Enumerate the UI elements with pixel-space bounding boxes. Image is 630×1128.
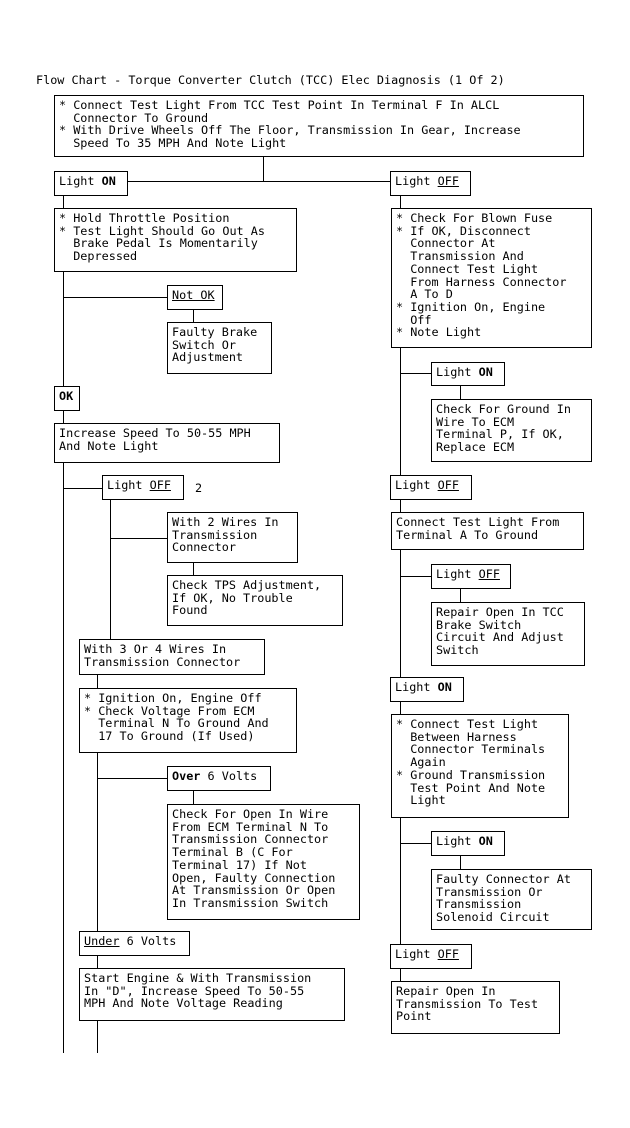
connector-line bbox=[400, 500, 401, 512]
connector-line bbox=[63, 411, 64, 423]
check-open-box: Check For Open In Wire From ECM Terminal… bbox=[167, 804, 360, 920]
start-engine-box: Start Engine & With Transmission In "D",… bbox=[79, 968, 345, 1021]
light-off-label-5: Light OFF bbox=[390, 944, 472, 969]
connector-line bbox=[97, 674, 98, 688]
connector-line bbox=[460, 385, 461, 399]
connector-line bbox=[263, 157, 264, 182]
connector-line bbox=[400, 843, 432, 844]
connector-line bbox=[63, 297, 168, 298]
connector-line bbox=[460, 856, 461, 870]
under-6-volts-label: Under 6 Volts bbox=[79, 931, 190, 956]
light-off-label-4: Light OFF bbox=[431, 564, 511, 589]
ignition-check-voltage-box: * Ignition On, Engine Off * Check Voltag… bbox=[79, 688, 297, 753]
faulty-connector-box: Faulty Connector At Transmission Or Tran… bbox=[431, 869, 592, 930]
over-6-volts-label: Over 6 Volts bbox=[167, 766, 271, 791]
connector-line bbox=[400, 576, 432, 577]
connect-between-box: * Connect Test Light Between Harness Con… bbox=[391, 714, 569, 818]
three-four-wires-box: With 3 Or 4 Wires In Transmission Connec… bbox=[79, 639, 265, 675]
reference-number: 2 bbox=[195, 481, 203, 495]
connect-terminal-a-box: Connect Test Light From Terminal A To Gr… bbox=[391, 512, 584, 550]
connector-line bbox=[97, 753, 98, 1053]
faulty-brake-box: Faulty Brake Switch Or Adjustment bbox=[167, 322, 272, 374]
connector-line bbox=[63, 271, 64, 387]
repair-open-trans-box: Repair Open In Transmission To Test Poin… bbox=[391, 981, 560, 1034]
connector-line bbox=[63, 196, 64, 208]
light-on-label-3: Light ON bbox=[390, 677, 464, 702]
connector-line bbox=[63, 463, 64, 1053]
connector-line bbox=[97, 778, 168, 779]
connector-line bbox=[110, 500, 111, 642]
connector-line bbox=[193, 562, 194, 576]
check-tps-box: Check TPS Adjustment, If OK, No Trouble … bbox=[167, 575, 343, 626]
connector-line bbox=[400, 196, 401, 208]
light-on-label-4: Light ON bbox=[431, 831, 505, 856]
connector-line bbox=[193, 309, 194, 323]
two-wires-box: With 2 Wires In Transmission Connector bbox=[167, 512, 298, 563]
light-off-label-2: Light OFF bbox=[102, 475, 184, 500]
ok-label: OK bbox=[54, 386, 80, 411]
start-step-box: * Connect Test Light From TCC Test Point… bbox=[54, 95, 584, 157]
increase-speed-box: Increase Speed To 50-55 MPH And Note Lig… bbox=[54, 423, 280, 463]
connector-line bbox=[400, 347, 401, 475]
connector-line bbox=[127, 181, 391, 182]
connector-line bbox=[460, 589, 461, 603]
connector-line bbox=[400, 373, 432, 374]
light-off-label-3: Light OFF bbox=[390, 475, 472, 500]
check-fuse-box: * Check For Blown Fuse * If OK, Disconne… bbox=[391, 208, 592, 348]
connector-line bbox=[400, 818, 401, 945]
chart-title: Flow Chart - Torque Converter Clutch (TC… bbox=[36, 73, 505, 87]
connector-line bbox=[400, 969, 401, 982]
light-on-label: Light ON bbox=[54, 171, 128, 196]
connector-line bbox=[400, 702, 401, 714]
hold-throttle-box: * Hold Throttle Position * Test Light Sh… bbox=[54, 208, 297, 272]
check-ground-box: Check For Ground In Wire To ECM Terminal… bbox=[431, 399, 592, 462]
connector-line bbox=[400, 549, 401, 678]
light-on-label-2: Light ON bbox=[431, 362, 505, 386]
connector-line bbox=[63, 488, 103, 489]
light-off-label: Light OFF bbox=[390, 171, 471, 196]
not-ok-label: Not OK bbox=[167, 285, 223, 310]
repair-open-tcc-box: Repair Open In TCC Brake Switch Circuit … bbox=[431, 602, 585, 666]
connector-line bbox=[110, 538, 168, 539]
connector-line bbox=[193, 790, 194, 804]
